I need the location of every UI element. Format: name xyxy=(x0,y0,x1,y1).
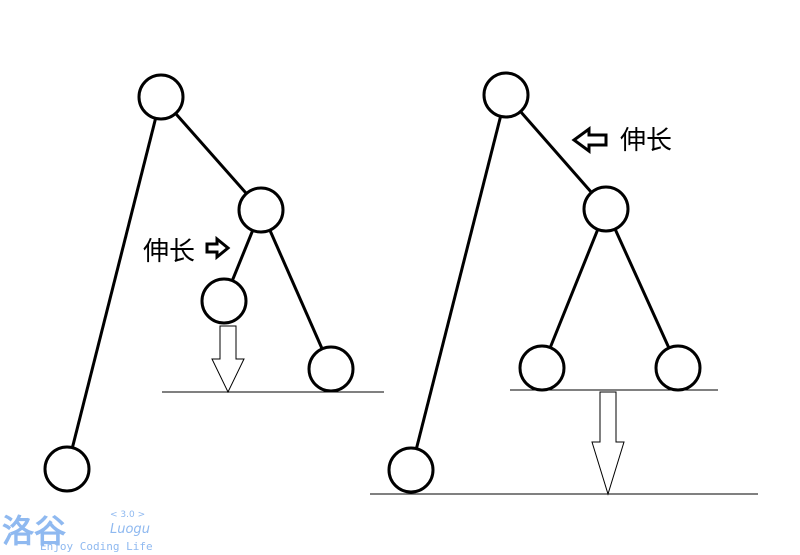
stretch-label-right: 伸长 xyxy=(620,126,672,156)
right-tree-nodes xyxy=(387,71,702,494)
node xyxy=(654,344,702,392)
node xyxy=(43,445,91,493)
left-tree-nodes xyxy=(43,73,355,493)
node xyxy=(582,185,630,233)
watermark-version: < 3.0 > xyxy=(110,510,146,520)
watermark-name: Luogu xyxy=(110,522,150,537)
left-tree-edges xyxy=(65,96,333,470)
down-arrow-icon xyxy=(211,325,245,394)
node xyxy=(200,277,248,325)
watermark-logo: 洛谷 xyxy=(2,512,67,550)
watermark-slogan: Enjoy Coding Life xyxy=(40,540,153,553)
left-arrow-icon xyxy=(571,126,608,154)
stretch-label-left: 伸长 xyxy=(143,237,195,267)
node xyxy=(387,446,435,494)
down-arrow-icon xyxy=(591,391,625,496)
right-tree-edges xyxy=(409,94,680,471)
right-arrow-icon xyxy=(205,235,231,261)
node xyxy=(482,71,530,119)
node xyxy=(137,73,185,121)
node xyxy=(307,345,355,393)
node xyxy=(518,344,566,392)
node xyxy=(237,186,285,234)
